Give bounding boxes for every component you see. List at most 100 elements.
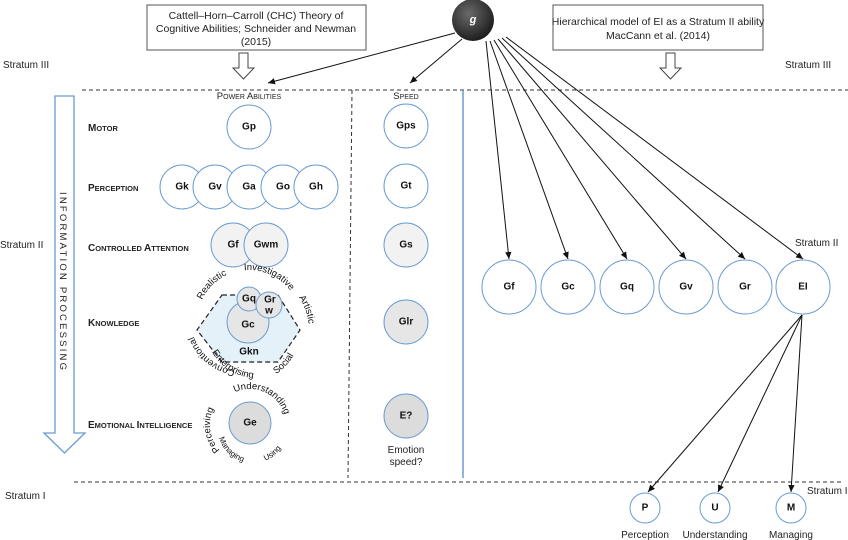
- power-node-go-label: Go: [276, 182, 290, 193]
- stratum-i-caption-p: Perception: [621, 530, 669, 540]
- g-to-gq-arrow: [493, 39, 628, 260]
- ei-box-line-2: MacCann et al. (2014): [606, 30, 710, 42]
- grw-label-1: Gr: [264, 295, 276, 306]
- ei-ring-using: Using: [262, 444, 283, 463]
- stratum-ii-node-gf-label: Gf: [503, 282, 515, 293]
- ge-node: [228, 401, 272, 445]
- ge-label: Ge: [243, 418, 257, 429]
- stratum-ii-node-gv-label: Gv: [679, 282, 693, 293]
- g-to-ei-arrow: [505, 36, 804, 260]
- ei-to-m-arrow: [788, 314, 803, 493]
- riasec-artistic: Artistic: [296, 293, 316, 324]
- chc-source-box: Cattell–Horn–Carroll (CHC) Theory of Cog…: [146, 4, 367, 51]
- power-node-gh: Gh: [293, 164, 339, 210]
- stratum-i-caption-m: Managing: [769, 530, 813, 540]
- stratum-ii-nodes: Gf Gc Gq Gv Gr EI: [481, 259, 831, 315]
- stratum-ii-right-label: Stratum II: [795, 238, 838, 249]
- speed-header: SPEED: [393, 91, 418, 102]
- ei-hollow-arrow: [658, 52, 683, 80]
- information-processing-label: INFORMATION PROCESSING: [57, 192, 68, 372]
- speed-node-gt-label: Gt: [400, 181, 412, 192]
- stratum-ii-node-gr-label: Gr: [739, 282, 751, 293]
- row-label-motor: MOTOR: [88, 123, 118, 134]
- ei-branch-arrows: [647, 314, 803, 493]
- stratum-i-node-p-label: P: [642, 503, 649, 514]
- stratum-ii-node-ei-label: EI: [798, 282, 808, 293]
- ei-box-line-1: Hierarchical model of EI as a Stratum II…: [552, 16, 765, 28]
- stratum-i-right-label: Stratum I: [807, 486, 848, 497]
- stratum-ii-node-gc: Gc: [540, 259, 596, 315]
- row-labels: MOTOR PERCEPTION CONTROLLED ATTENTION KNOWL…: [88, 123, 192, 431]
- stratum-i-node-u-label: U: [711, 503, 718, 514]
- row-label-controlled-attention: CONTROLLED ATTENTION: [88, 243, 189, 254]
- speed-node-gs-label: Gs: [399, 240, 413, 251]
- chc-hollow-arrow: [231, 52, 256, 80]
- power-node-gh-label: Gh: [309, 182, 323, 193]
- chc-box-line-2: Cognitive Abilities; Schneider and Newma…: [156, 23, 356, 35]
- ei-to-u-arrow: [717, 314, 803, 493]
- g-to-gf-arrow: [485, 40, 512, 260]
- stratum-i-caption-u: Understanding: [682, 530, 747, 540]
- chc-box-line-3: (2015): [241, 36, 271, 48]
- speed-node-gs: Gs: [383, 222, 429, 268]
- stratum-i-nodes: P Perception U Understanding M Managing: [621, 492, 813, 540]
- stratum-i-node-u: U: [699, 492, 731, 524]
- speed-node-gps: Gps: [383, 103, 429, 149]
- gkn-label: Gkn: [239, 347, 258, 358]
- stratum-ii-node-gf: Gf: [481, 259, 537, 315]
- stratum-ii-node-gv: Gv: [658, 259, 714, 315]
- grw-label-2: w: [264, 306, 273, 317]
- power-node-gwm-label: Gwm: [254, 240, 279, 251]
- stratum-i-node-m: M: [775, 492, 807, 524]
- speed-node-eq-label: E?: [400, 411, 413, 422]
- power-node-gv-label: Gv: [208, 182, 222, 193]
- row-label-emotional-intelligence: EMOTIONAL INTELLIGENCE: [88, 420, 192, 431]
- stratum-iii-right-label: Stratum III: [785, 60, 831, 71]
- knowledge-cluster: Gq Gr w Gc Gkn Realistic Investigative A…: [186, 262, 316, 381]
- power-node-gp-label: Gp: [242, 122, 256, 133]
- ei-source-box: Hierarchical model of EI as a Stratum II…: [552, 4, 765, 51]
- information-processing-arrow: INFORMATION PROCESSING: [42, 95, 87, 454]
- stratum-ii-node-gc-label: Gc: [561, 282, 575, 293]
- g-to-speed-arrow: [409, 38, 463, 84]
- g-node: g: [452, 0, 494, 41]
- stratum-iii-left-label: Stratum III: [3, 60, 49, 71]
- emotion-speed-note-2: speed?: [390, 457, 423, 468]
- emotion-speed-note-1: Emotion: [388, 445, 425, 456]
- stratum-ii-node-gr: Gr: [717, 259, 773, 315]
- g-label: g: [469, 14, 477, 26]
- g-to-gv-arrow: [497, 38, 687, 260]
- chc-box-line-1: Cattell–Horn–Carroll (CHC) Theory of: [169, 10, 344, 22]
- power-node-gwm: Gwm: [243, 222, 289, 268]
- power-abilities-header: POWER ABILITIES: [217, 91, 282, 102]
- ei-to-p-arrow: [647, 314, 803, 493]
- gc-label: Gc: [241, 320, 255, 331]
- row-label-knowledge: KNOWLEDGE: [88, 318, 139, 329]
- g-to-gr-arrow: [501, 37, 746, 260]
- gq-label: Gq: [242, 294, 256, 305]
- stratum-ii-left-label: Stratum II: [0, 240, 43, 251]
- speed-node-eq: E?: [383, 393, 429, 439]
- g-to-power-arrow: [267, 32, 456, 85]
- stratum-i-node-p: P: [629, 492, 661, 524]
- stratum-i-left-label: Stratum I: [5, 491, 46, 502]
- power-node-gf-label: Gf: [227, 240, 239, 251]
- speed-node-glr: Glr: [383, 299, 429, 345]
- speed-node-glr-label: Glr: [399, 317, 414, 328]
- grw-node: [255, 291, 283, 319]
- stratum-ii-node-gq-label: Gq: [620, 282, 634, 293]
- g-to-gc-arrow: [489, 40, 569, 260]
- row-label-perception: PERCEPTION: [88, 183, 138, 194]
- ei-cluster: Ge Perceiving Understanding Using Managi…: [202, 381, 292, 464]
- speed-node-gps-label: Gps: [396, 121, 416, 132]
- ei-ring-perceiving: Perceiving: [202, 406, 222, 456]
- speed-node-gt: Gt: [383, 163, 429, 209]
- stratum-ii-node-gq: Gq: [599, 259, 655, 315]
- power-speed-divider: [347, 89, 353, 479]
- power-node-gk-label: Gk: [175, 182, 189, 193]
- stratum-ii-node-ei: EI: [775, 259, 831, 315]
- power-node-gk: Gk: [159, 164, 205, 210]
